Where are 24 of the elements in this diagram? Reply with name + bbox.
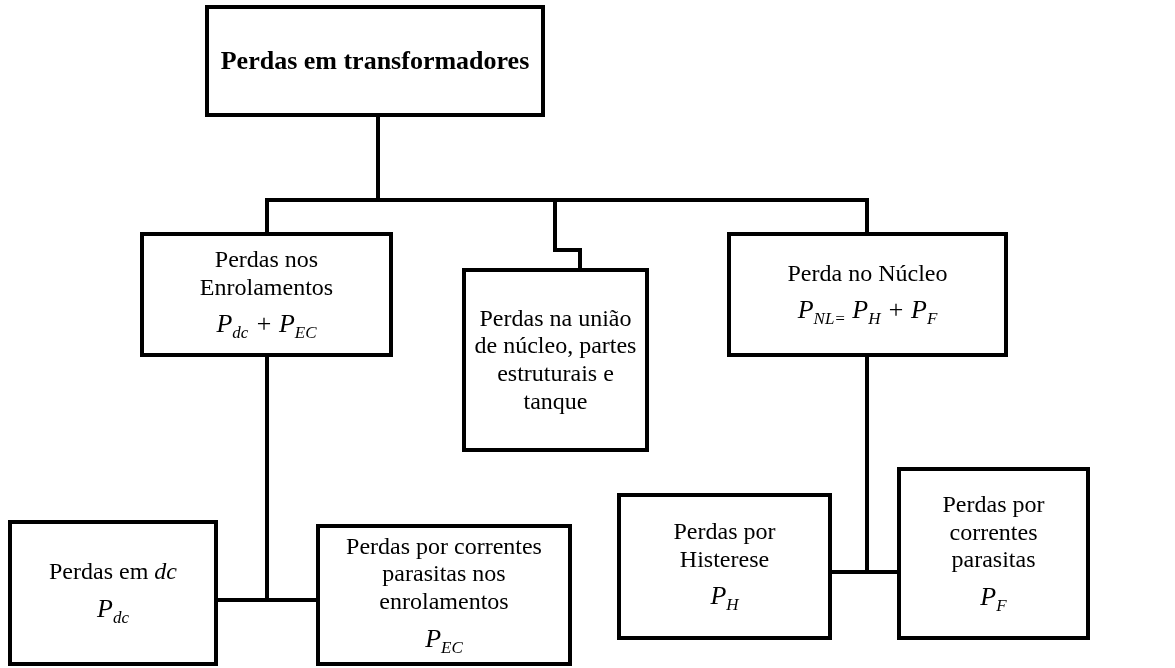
- process-box: [8, 520, 218, 666]
- box-label: Perdas por Histerese: [672, 518, 777, 574]
- formula: P$_{EC}$: [425, 623, 463, 658]
- process-box: [617, 493, 832, 640]
- title-text: Perdas em transformadores: [220, 46, 530, 76]
- formula: P$_{dc}$: [97, 593, 129, 628]
- box-label: Perda no Núcleo: [787, 259, 948, 288]
- connector-line: [865, 357, 897, 574]
- box-label: Perdas por correntes parasitas nos enrolamentos: [345, 532, 543, 616]
- formula: P$_{NL=}$ P$_{H}$ + P$_{F}$: [797, 295, 938, 330]
- box-label: Perdas nos Enrolamentos: [198, 246, 335, 302]
- process-box: [316, 524, 572, 666]
- formula: P$_{dc}$ + P$_{EC}$: [216, 309, 317, 343]
- connector-line: [265, 357, 316, 602]
- formula: P$_{F}$: [980, 582, 1007, 616]
- process-box: [205, 5, 545, 117]
- process-box: [897, 467, 1090, 640]
- formula: P$_{H}$: [710, 581, 739, 615]
- process-box: [140, 232, 393, 357]
- process-box: [727, 232, 1008, 357]
- process-box: [462, 268, 649, 452]
- box-label: Perdas em dc: [49, 558, 177, 586]
- box-label: Perdas na união de núcleo, partes estruturais e tanque: [473, 304, 638, 416]
- box-label: Perdas por correntes parasitas: [941, 491, 1046, 574]
